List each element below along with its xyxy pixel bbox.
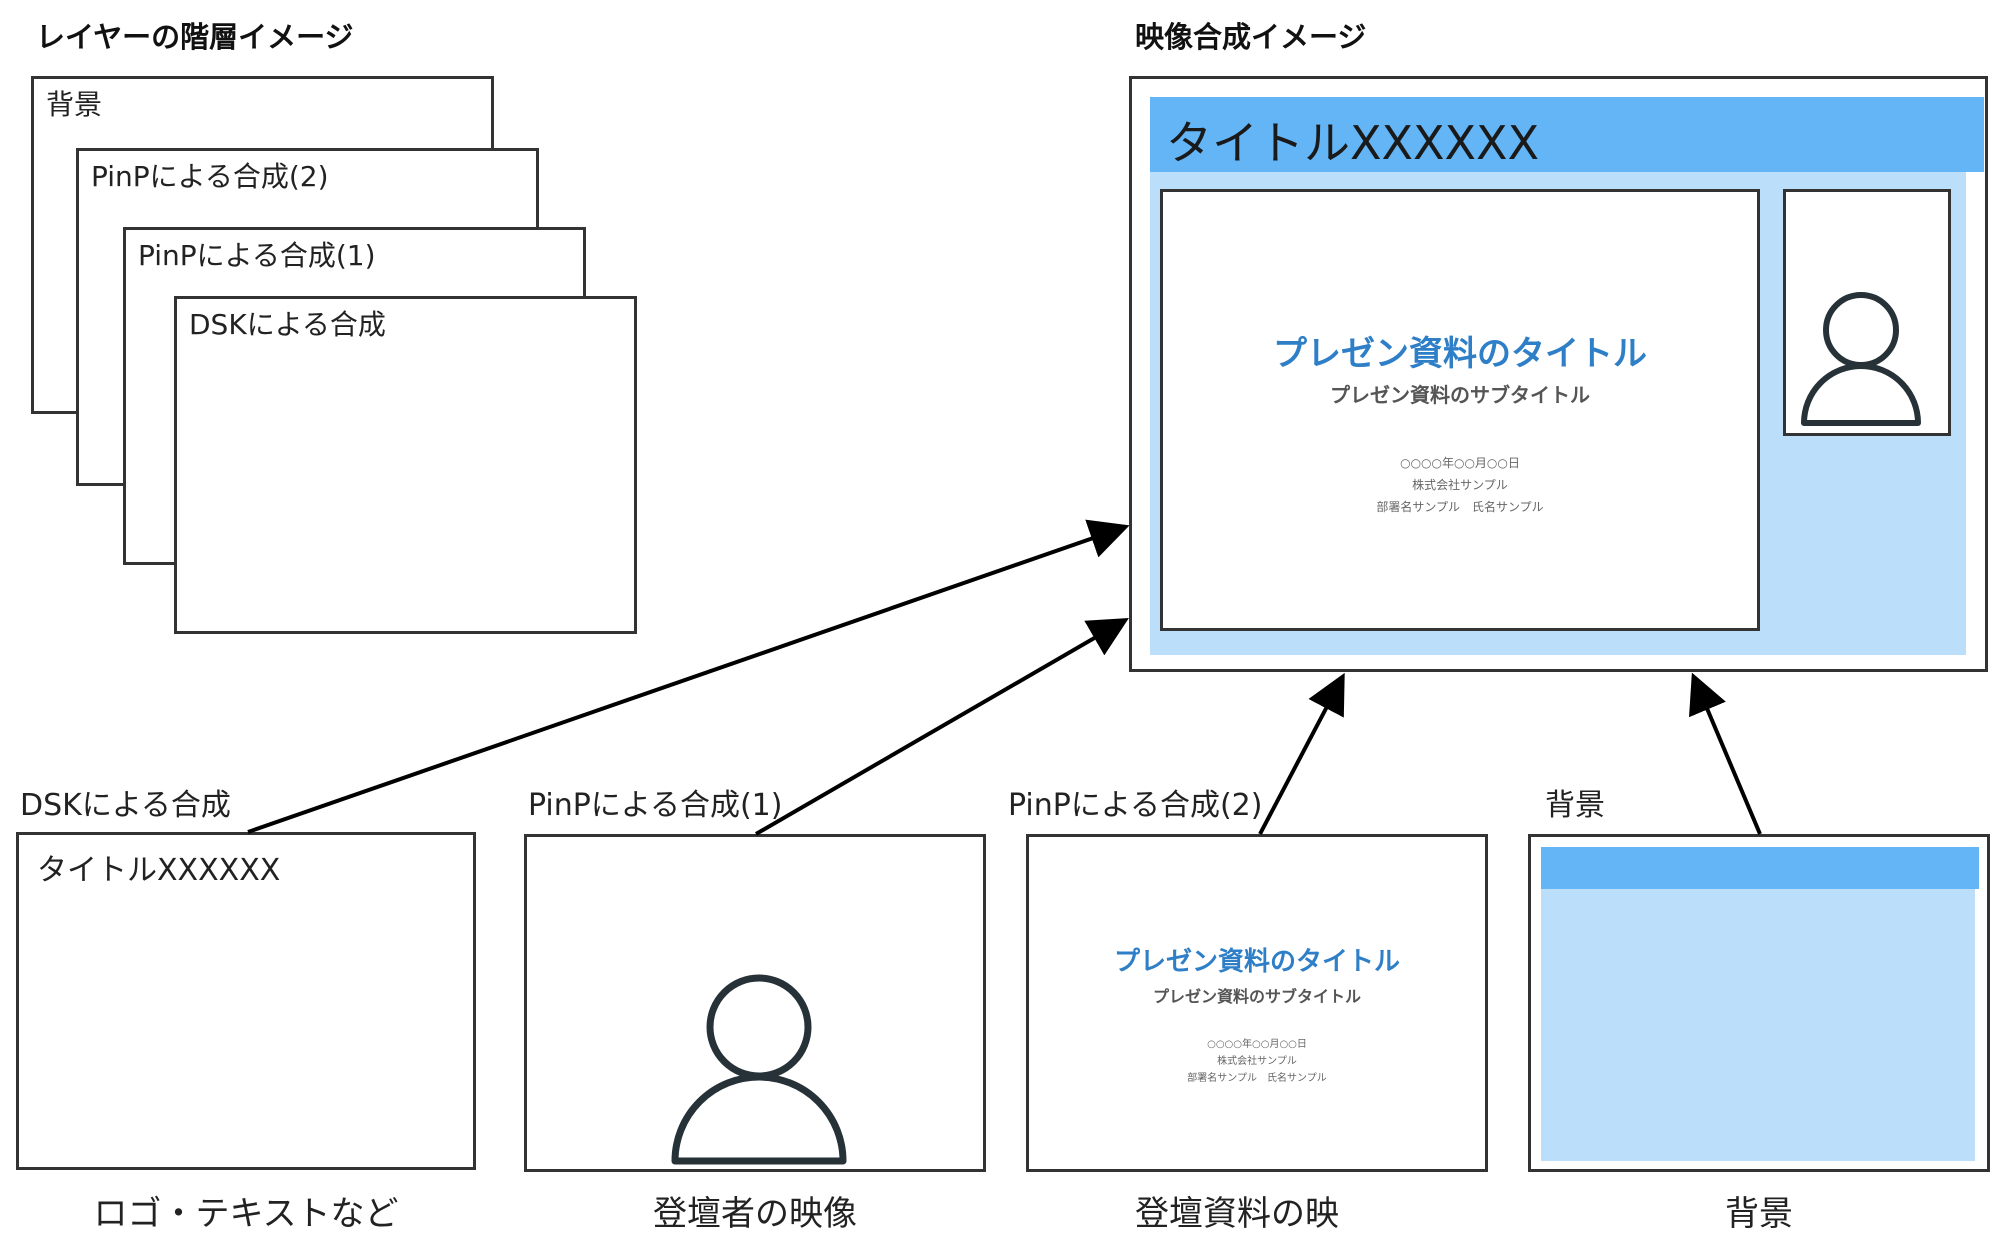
layer-dsk: DSKによる合成 [174, 296, 637, 634]
source-background-fill [1541, 847, 1975, 1161]
arrow-dsk [247, 519, 1130, 834]
person-icon [1801, 292, 1921, 426]
composite-speaker [1783, 189, 1951, 436]
layer-pinp1-label: PinPによる合成(1) [138, 239, 376, 272]
source-pinp1-box [524, 834, 986, 1172]
layer-dsk-label: DSKによる合成 [189, 308, 386, 341]
person-icon [671, 974, 847, 1165]
source-dsk-text: タイトルXXXXXX [37, 853, 281, 888]
layer-background-label: 背景 [46, 88, 103, 121]
composite-title-text: タイトルXXXXXX [1166, 116, 1540, 170]
arrow-pinp2 [1258, 672, 1345, 835]
source-background-caption: 背景 [1725, 1194, 1793, 1234]
source-dsk-label: DSKによる合成 [20, 788, 231, 823]
layer-pinp2-label: PinPによる合成(2) [91, 160, 329, 193]
source-slide-subtitle: プレゼン資料のサブタイトル [1152, 987, 1361, 1006]
composite-slide-title: プレゼン資料のタイトル [1273, 334, 1647, 374]
composite-frame: タイトルXXXXXX プレゼン資料のタイトル プレゼン資料のサブタイトル ○○○… [1129, 76, 1988, 672]
source-background-label: 背景 [1545, 788, 1605, 823]
source-pinp2-label: PinPによる合成(2) [1008, 788, 1263, 823]
source-slide-date: ○○○○年○○月○○日 [1207, 1039, 1307, 1050]
source-pinp2-caption: 登壇資料の映 [1135, 1194, 1339, 1234]
source-slide-title: プレゼン資料のタイトル [1113, 947, 1400, 977]
source-slide-company: 株式会社サンプル [1217, 1056, 1297, 1067]
layer-hierarchy-heading: レイヤーの階層イメージ [36, 20, 354, 54]
composite-slide-company: 株式会社サンプル [1412, 478, 1508, 492]
source-pinp2-box: プレゼン資料のタイトル プレゼン資料のサブタイトル ○○○○年○○月○○日 株式… [1026, 834, 1488, 1172]
source-dsk-caption: ロゴ・テキストなど [93, 1194, 399, 1234]
source-dsk-box: タイトルXXXXXX [16, 832, 476, 1170]
composite-heading: 映像合成イメージ [1135, 20, 1367, 54]
source-pinp1-caption: 登壇者の映像 [653, 1194, 857, 1234]
composite-title-bar: タイトルXXXXXX [1150, 97, 1984, 172]
source-pinp1-label: PinPによる合成(1) [528, 788, 783, 823]
arrow-pinp1 [754, 617, 1129, 836]
composite-slide-date: ○○○○年○○月○○日 [1400, 456, 1520, 470]
source-background-box [1528, 834, 1990, 1172]
composite-slide-person: 部署名サンプル 氏名サンプル [1376, 500, 1544, 514]
arrow-background [1689, 672, 1762, 835]
source-background-title-bar [1541, 847, 1979, 889]
composite-slide: プレゼン資料のタイトル プレゼン資料のサブタイトル ○○○○年○○月○○日 株式… [1160, 189, 1760, 631]
composite-slide-subtitle: プレゼン資料のサブタイトル [1330, 383, 1590, 407]
source-slide-person: 部署名サンプル 氏名サンプル [1187, 1073, 1327, 1084]
